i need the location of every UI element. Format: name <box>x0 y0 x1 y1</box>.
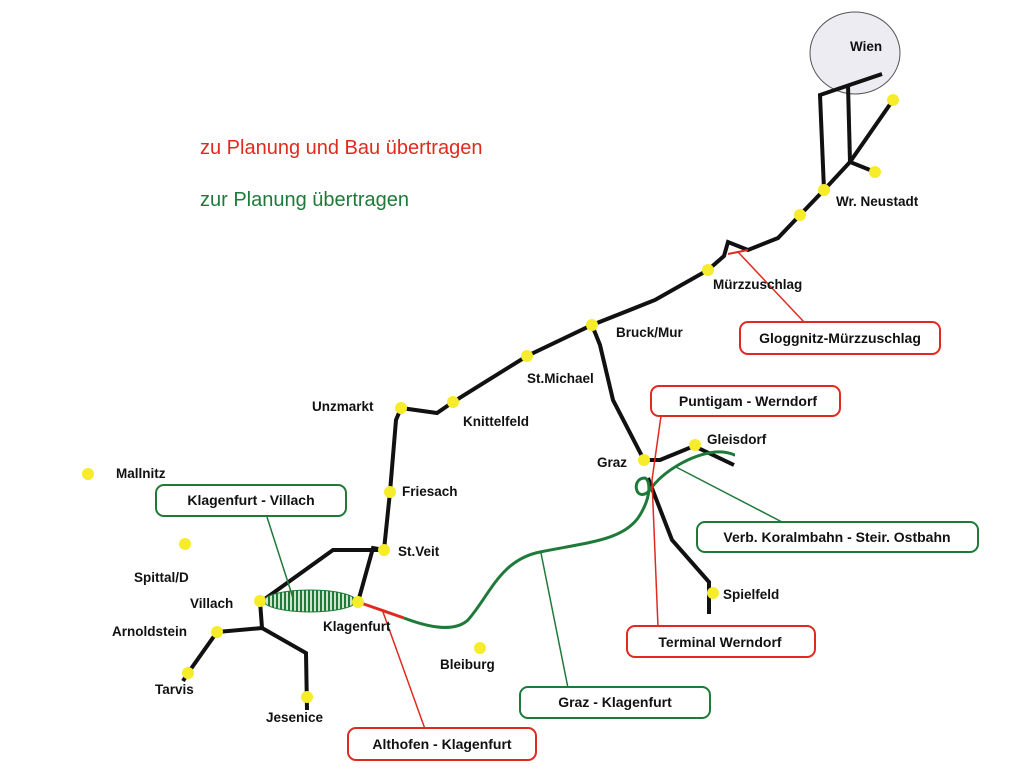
project-box-klagenfurt-villach: Klagenfurt - Villach <box>155 484 347 517</box>
station-label-friesach: Friesach <box>402 484 458 499</box>
station-label-bruck: Bruck/Mur <box>616 325 684 340</box>
project-label-klagenfurt-villach: Klagenfurt - Villach <box>187 492 314 508</box>
project-label-althofen: Althofen - Klagenfurt <box>372 736 512 752</box>
station-label-mallnitz: Mallnitz <box>116 466 166 481</box>
station-label-graz: Graz <box>597 455 627 470</box>
station-label-unzmarkt: Unzmarkt <box>312 399 374 414</box>
project-label-gloggnitz: Gloggnitz-Mürzzuschlag <box>759 330 921 346</box>
station-label-klagenfurt: Klagenfurt <box>323 619 391 634</box>
planned-lines-red <box>357 249 805 730</box>
project-box-althofen: Althofen - Klagenfurt <box>347 727 537 761</box>
station-dots <box>82 94 899 703</box>
station-label-muerzzuschlag: Mürzzuschlag <box>713 277 802 292</box>
project-label-terminal: Terminal Werndorf <box>658 634 782 650</box>
station-label-spittal: Spittal/D <box>134 570 189 585</box>
station-label-bleiburg: Bleiburg <box>440 657 495 672</box>
station-label-gleisdorf: Gleisdorf <box>707 432 767 447</box>
legend-green-label: zur Planung übertragen <box>200 189 409 211</box>
planned-lines-green <box>263 450 783 689</box>
station-label-spielfeld: Spielfeld <box>723 587 779 602</box>
station-label-arnoldstein: Arnoldstein <box>112 624 187 639</box>
station-label-knittelfeld: Knittelfeld <box>463 414 529 429</box>
project-box-gloggnitz: Gloggnitz-Mürzzuschlag <box>739 321 941 355</box>
project-label-graz-klagenfurt: Graz - Klagenfurt <box>558 694 672 710</box>
station-label-villach: Villach <box>190 596 233 611</box>
legend-red-label: zu Planung und Bau übertragen <box>200 137 482 159</box>
project-label-puntigam: Puntigam - Werndorf <box>679 393 818 409</box>
station-label-wr-neustadt: Wr. Neustadt <box>836 194 919 209</box>
project-label-koralm-ostbahn: Verb. Koralmbahn - Steir. Ostbahn <box>723 529 950 545</box>
project-box-puntigam: Puntigam - Werndorf <box>650 385 841 417</box>
project-box-terminal: Terminal Werndorf <box>626 625 816 658</box>
station-label-wien: Wien <box>850 39 882 54</box>
station-label-st-michael: St.Michael <box>527 371 594 386</box>
station-label-st-veit: St.Veit <box>398 544 440 559</box>
station-label-jesenice: Jesenice <box>266 710 324 725</box>
project-box-graz-klagenfurt: Graz - Klagenfurt <box>519 686 711 719</box>
station-label-tarvis: Tarvis <box>155 682 194 697</box>
project-box-koralm-ostbahn: Verb. Koralmbahn - Steir. Ostbahn <box>696 521 979 553</box>
